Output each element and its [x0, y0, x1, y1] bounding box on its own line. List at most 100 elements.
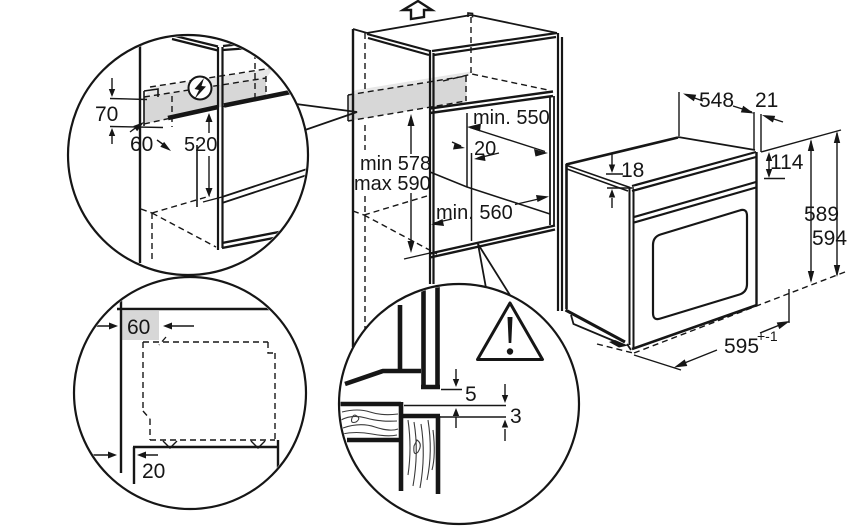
dimension-arrowhead [467, 123, 481, 132]
niche-depth-label: min. 550 [473, 107, 550, 129]
hidden-shelf-mag [140, 195, 217, 262]
left-panel-top [352, 28, 368, 34]
zone-width-box [121, 311, 159, 340]
control-panel-height-label: 114 [770, 151, 804, 174]
dimension-line [760, 129, 842, 153]
oven-top-back-edge [565, 136, 679, 166]
dimension-arrowhead [108, 128, 116, 136]
niche-height-max-label: max 590 [354, 173, 431, 195]
wood-grain-panel [407, 419, 435, 489]
section-oven-bottom-edge [344, 368, 421, 387]
dimension-arrowhead [833, 265, 841, 277]
plinth-recess-label: 20 [142, 460, 165, 483]
dimension-arrowhead [160, 141, 171, 151]
zone-height-label: 70 [95, 103, 118, 126]
dimension-line [753, 112, 762, 152]
dimension-arrowhead [762, 115, 776, 123]
floor-extension-line [403, 252, 431, 260]
frame-height-label: 594 [812, 227, 847, 250]
oven-drawing: 548 21 18 114 589 594 595 +-1 [564, 89, 847, 371]
connection-zone-top [348, 71, 474, 95]
detail-circle-1-content: 70 60 520 [95, 36, 307, 263]
dimension-arrowhead [163, 322, 172, 330]
top-box-hidden-interior [442, 17, 549, 91]
dimension-arrowhead [776, 321, 790, 330]
niche-corner-mag [216, 47, 224, 250]
front-clearance-label: 5 [465, 383, 477, 406]
top-box-back-edge [366, 14, 558, 34]
grain-knot [413, 439, 421, 455]
callout-to-gap-detail [477, 243, 514, 301]
frame-width-tolerance-label: +-1 [757, 328, 778, 344]
dimension-line [810, 133, 838, 281]
grain-stroke [431, 429, 435, 471]
oven-door-window [651, 208, 749, 321]
connection-zone-face [348, 76, 466, 121]
oven-plinth [570, 314, 621, 345]
dimension-arrowhead [452, 408, 460, 416]
niche-top-edge [429, 90, 554, 115]
oven-frame-bottom-edge [631, 303, 758, 351]
panel-clearance-label: 3 [510, 405, 522, 428]
panel-gap-lines [404, 388, 506, 418]
wood-grain-shelf [340, 409, 399, 437]
top-box-corner-post [467, 12, 474, 18]
warning-exclamation-dot [506, 348, 514, 355]
column-right-edge [556, 33, 564, 311]
remove-upward-arrow-icon [398, 0, 437, 21]
dimension-arrowhead [501, 419, 509, 428]
detail-gap: 5 3 [337, 282, 581, 526]
dimension-arrowhead [536, 195, 549, 202]
oven-front-left-edge [628, 187, 635, 349]
dimension-arrowhead [501, 395, 509, 403]
shelf-top-mag [221, 168, 307, 204]
niche-height-min-label: min 578 [360, 153, 431, 175]
zone-depth-label: 60 [130, 133, 153, 156]
niche-floor-edge [429, 224, 556, 259]
dimension-arrowhead [534, 149, 548, 157]
top-box-left-edge [366, 32, 431, 57]
detail-circle-3-content: 5 3 [340, 286, 544, 494]
dimension-arrowhead [833, 131, 841, 143]
oven-base-edges [564, 308, 626, 344]
section-panel-edges [403, 413, 441, 494]
dimension-arrowhead [765, 169, 773, 178]
control-panel-band [633, 180, 757, 224]
oven-base-step [626, 343, 632, 351]
dimension-arrowhead [765, 152, 773, 161]
dimension-arrowhead [407, 114, 415, 126]
dimension-arrowhead [431, 219, 444, 226]
frame-width-label: 595 [724, 335, 759, 358]
grain-stroke [419, 423, 424, 489]
dimension-arrowhead [807, 139, 815, 151]
dimension-line [469, 126, 546, 153]
top-recess-label: 18 [621, 159, 644, 182]
dimension-arrowhead [683, 93, 697, 102]
oven-hidden-outline [142, 341, 276, 441]
zone-box-tick [158, 336, 167, 346]
detail-front-view: 60 20 [72, 275, 308, 511]
grain-stroke [426, 419, 431, 481]
section-oven-front-profile [421, 286, 440, 390]
dimension-line [633, 289, 790, 371]
detail-circle-2-content: 60 20 [88, 294, 280, 484]
dimension-arrowhead [407, 241, 415, 253]
grain-stroke [340, 415, 398, 422]
warning-exclamation-bar [507, 317, 513, 343]
top-box-front-edge [431, 31, 558, 57]
detail-circle-2 [72, 275, 308, 511]
dimension-arrowhead [205, 188, 213, 197]
zone-slab-end-cap [143, 88, 159, 126]
dimension-arrowhead [608, 164, 616, 173]
zone-width-label: 60 [127, 316, 150, 339]
connection-zone-outline [347, 75, 467, 122]
detail-connection-zone: 70 60 520 [66, 33, 310, 277]
dimension-arrowhead [108, 89, 116, 97]
grain-stroke [342, 424, 399, 431]
niche-front-right-edge [549, 96, 555, 225]
dimension-arrowhead [108, 451, 117, 459]
oven-foot [609, 340, 628, 348]
section-shelf-edges [340, 401, 404, 491]
niche-front-left-edge [428, 50, 435, 284]
